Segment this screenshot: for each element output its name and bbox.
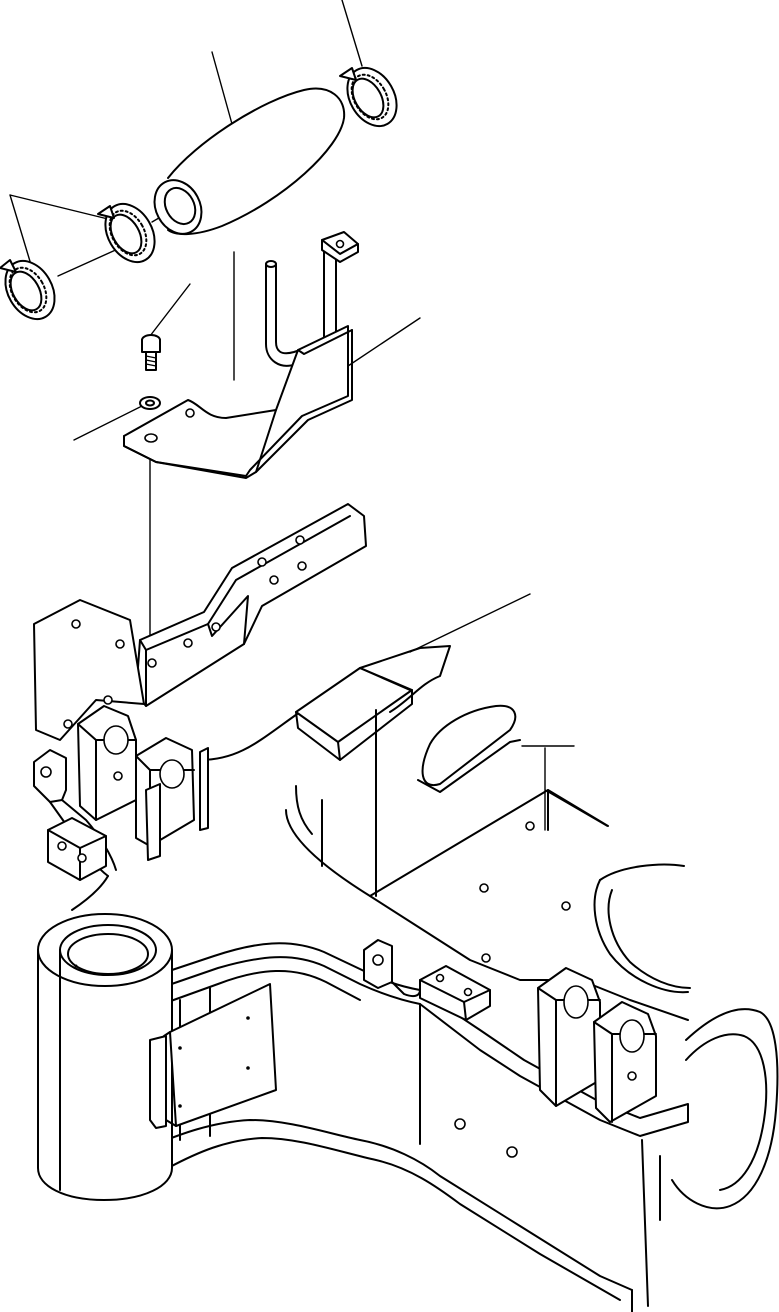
mounting-rail [136, 504, 366, 706]
hose-clamp-top-right [337, 59, 406, 135]
cylinder-boss [38, 914, 172, 1200]
leader-line-clamps-left [10, 195, 112, 268]
hose-clamp-left [0, 252, 65, 328]
clevis-bracket-left-a [78, 706, 136, 820]
clevis-bracket-right-a [538, 968, 600, 1106]
leader-line-washer [74, 404, 146, 440]
leader-lines [10, 0, 607, 830]
clevis-bracket-left-b [136, 738, 208, 860]
leader-line-hose [212, 52, 232, 124]
small-lug-right [364, 940, 420, 996]
leader-line-bolt [150, 284, 190, 336]
bracket-with-pipe [124, 232, 358, 478]
small-block-left [48, 818, 108, 910]
cover-plate [150, 984, 276, 1128]
clevis-bracket-right-b [594, 1002, 656, 1122]
leader-line-frame-right [522, 746, 607, 830]
bolt [142, 335, 160, 370]
hose-clamp-middle [95, 195, 164, 271]
leader-line-bracket [348, 318, 420, 366]
small-block-right [420, 966, 490, 1020]
leader-line-frame [410, 594, 530, 652]
leader-line-clamp-pair [58, 248, 120, 276]
hose [145, 89, 344, 242]
washer [140, 397, 160, 409]
